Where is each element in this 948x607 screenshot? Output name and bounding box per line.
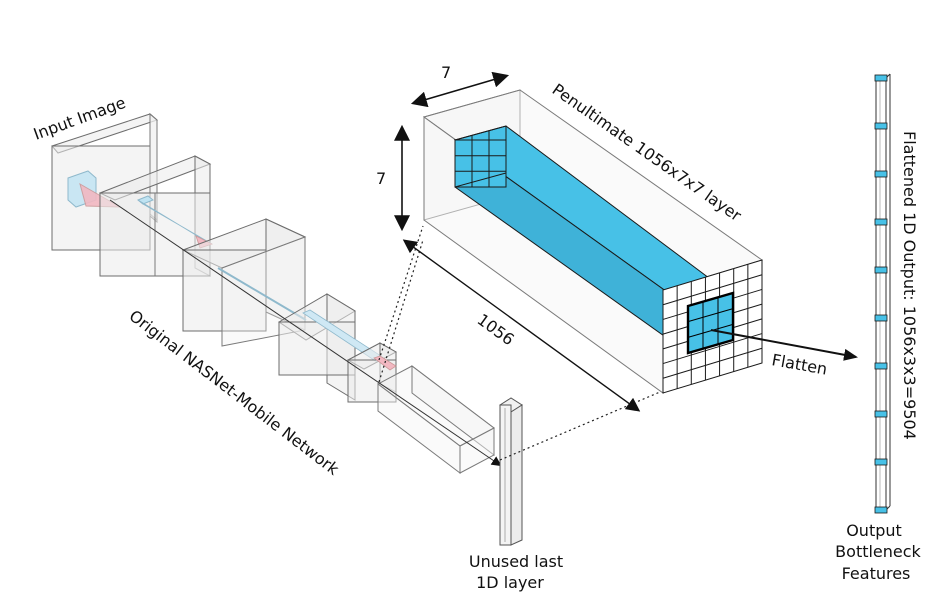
output-label-line2: Bottleneck [835,542,921,561]
unused-1d-layer [499,397,523,546]
output-feature-cell [874,362,888,370]
cyan-grid-line [687,308,734,323]
output-feature-cell [874,218,888,226]
output-feature-cell [874,506,888,514]
front-grid-row-line [662,347,763,379]
conv-layer-box-4 [278,293,385,401]
output-feature-cell [874,74,888,82]
output-feature-cell [874,458,888,466]
projection-lines [378,225,661,461]
output-feature-cell [874,266,888,274]
conv-layer-box-6 [377,364,495,475]
flatten-arrow [710,329,858,361]
depth-dimension-arrow [402,239,641,412]
front-grid-row-line [662,274,763,306]
flattened-output-label: Flattened 1D Output: 1056x3x3=9504 [900,131,919,440]
width-dimension-label: 7 [441,63,451,82]
unused-layer-label-line2: 1D layer [476,573,544,592]
height-dimension-label: 7 [376,169,386,188]
flattened-output-column [874,73,891,514]
penultimate-layer [422,89,764,394]
output-feature-cell [874,314,888,322]
output-feature-cell [874,170,888,178]
output-feature-cell [874,410,888,418]
network-layers [51,112,502,475]
input-image-label: Input Image [31,93,128,144]
width-dimension-arrow [410,71,510,108]
cyan-grid-line [687,323,734,338]
output-label-line3: Features [842,564,911,583]
conv-layer-box-3 [181,218,307,347]
flatten-label: Flatten [770,350,828,378]
front-grid-row-line [662,333,763,365]
front-grid [662,259,763,394]
network-flow-arrow [109,199,502,467]
unused-layer-label-line1: Unused last [469,552,563,571]
output-feature-cell [874,122,888,130]
output-label-line1: Output [846,521,902,540]
depth-dimension-label: 1056 [474,310,518,349]
